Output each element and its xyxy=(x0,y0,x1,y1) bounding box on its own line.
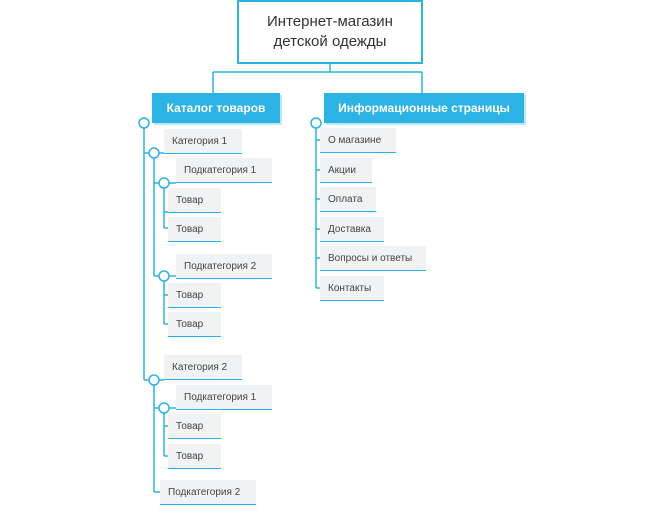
info-page-promotions: Акции xyxy=(320,158,372,183)
c2-sub1-product-1: Товар xyxy=(168,414,221,439)
branch-node-c2-sub1 xyxy=(158,402,170,414)
c1-subcategory-2-node: Подкатегория 2 xyxy=(176,254,272,279)
c1-subcategory-1-node: Подкатегория 1 xyxy=(176,158,272,183)
info-page-about: О магазине xyxy=(320,128,396,153)
info-page-faq: Вопросы и ответы xyxy=(320,246,426,271)
root-title: Интернет-магазин детской одежды xyxy=(267,13,393,50)
info-page-payment: Оплата xyxy=(320,187,376,212)
info-page-contacts: Контакты xyxy=(320,276,384,301)
branch-node-category-1 xyxy=(148,147,160,159)
branch-node-info xyxy=(310,117,322,129)
info-header: Информационные страницы xyxy=(324,93,524,123)
c1-sub2-product-1: Товар xyxy=(168,283,221,308)
branch-node-category-2 xyxy=(148,374,160,386)
root-node: Интернет-магазин детской одежды xyxy=(237,0,423,64)
c2-sub1-product-2: Товар xyxy=(168,444,221,469)
catalog-header: Каталог товаров xyxy=(152,93,280,123)
c2-subcategory-2-node: Подкатегория 2 xyxy=(160,480,256,505)
category-2-node: Категория 2 xyxy=(164,355,242,380)
c1-sub1-product-1: Товар xyxy=(168,188,221,213)
branch-node-catalog xyxy=(138,117,150,129)
branch-node-c1-sub1 xyxy=(158,177,170,189)
c1-sub2-product-2: Товар xyxy=(168,312,221,337)
c2-subcategory-1-node: Подкатегория 1 xyxy=(176,385,272,410)
branch-node-c1-sub2 xyxy=(158,270,170,282)
info-page-delivery: Доставка xyxy=(320,217,384,242)
category-1-node: Категория 1 xyxy=(164,129,242,154)
c1-sub1-product-2: Товар xyxy=(168,217,221,242)
